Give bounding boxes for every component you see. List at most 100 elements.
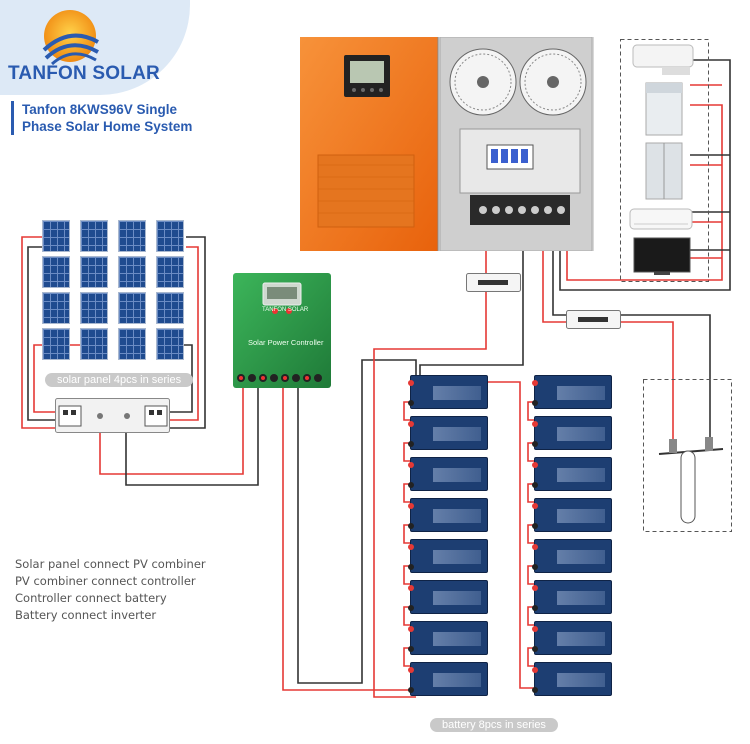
connection-notes: Solar panel connect PV combiner PV combi…: [15, 556, 206, 624]
battery-label-strip: [433, 427, 481, 441]
battery-caption: battery 8pcs in series: [430, 718, 558, 732]
inverter-to-loads-red: [566, 104, 723, 281]
solar-panel: [80, 292, 108, 324]
battery: [408, 539, 488, 573]
battery-terminal: [532, 626, 538, 632]
solar-charge-controller: [233, 273, 331, 388]
refrigerator-icon: [645, 142, 683, 200]
solar-panel: [118, 256, 146, 288]
title-line-1: Tanfon 8KWS96V Single: [22, 102, 178, 117]
solar-panel: [42, 328, 70, 360]
battery-label-strip: [557, 468, 605, 482]
solar-panel: [80, 256, 108, 288]
solar-panel: [156, 328, 184, 360]
battery: [408, 621, 488, 655]
inverter: [300, 37, 594, 251]
inverter-to-loads-black: [559, 59, 731, 291]
battery-label-strip: [557, 673, 605, 687]
battery-terminal: [532, 564, 538, 570]
solar-panel: [118, 328, 146, 360]
panel-string-wire-2: [27, 246, 57, 421]
washing-machine-icon: [645, 82, 683, 136]
battery: [532, 375, 612, 409]
brand-name: TANFON SOLAR: [8, 63, 160, 84]
combiner-to-controller-red: [99, 385, 244, 475]
battery-terminal: [532, 605, 538, 611]
battery-terminal: [532, 544, 538, 550]
note-1: Solar panel connect PV combiner: [15, 557, 206, 571]
battery-breaker: [466, 273, 521, 292]
battery-terminal: [532, 667, 538, 673]
solar-panel: [156, 292, 184, 324]
controller-label: Solar Power Controller: [248, 338, 324, 347]
solar-panel: [80, 328, 108, 360]
battery-label-strip: [557, 591, 605, 605]
solar-panel: [156, 220, 184, 252]
battery-terminal: [408, 503, 414, 509]
inverter-to-battery-black: [419, 225, 524, 377]
battery-terminal: [532, 441, 538, 447]
battery-terminal: [408, 482, 414, 488]
battery-label-strip: [557, 386, 605, 400]
battery: [408, 580, 488, 614]
battery-label-strip: [557, 550, 605, 564]
solar-panel-caption: solar panel 4pcs in series: [45, 373, 194, 387]
battery: [532, 662, 612, 696]
fan-icon: [449, 48, 587, 116]
battery: [532, 539, 612, 573]
load-breaker: [566, 310, 621, 329]
battery-label-strip: [433, 509, 481, 523]
battery: [532, 580, 612, 614]
controller-to-battery-black: [297, 359, 417, 684]
battery-terminal: [532, 421, 538, 427]
battery-label-strip: [557, 632, 605, 646]
battery: [532, 416, 612, 450]
title-line-2: Phase Solar Home System: [22, 119, 193, 134]
battery: [408, 375, 488, 409]
breaker-icon: [486, 144, 534, 170]
page-title: Tanfon 8KWS96V Single Phase Solar Home S…: [11, 101, 192, 135]
battery-terminal: [408, 687, 414, 693]
battery-label-strip: [433, 632, 481, 646]
solar-panel: [80, 220, 108, 252]
battery-label-strip: [433, 673, 481, 687]
battery: [408, 416, 488, 450]
air-conditioner-icon: [632, 44, 694, 75]
battery: [532, 498, 612, 532]
battery-label-strip: [557, 509, 605, 523]
panel-string-wire-4: [168, 246, 199, 421]
battery-terminal: [532, 400, 538, 406]
battery: [532, 457, 612, 491]
battery-terminal: [532, 380, 538, 386]
panel-string-wire-3: [168, 236, 206, 429]
battery-terminal: [532, 503, 538, 509]
controller-to-battery-red: [282, 385, 415, 691]
note-2: PV combiner connect controller: [15, 574, 196, 588]
battery-label-strip: [433, 386, 481, 400]
solar-panel: [118, 220, 146, 252]
solar-panel: [42, 292, 70, 324]
battery-series-jumpers: [403, 381, 534, 689]
battery-label-strip: [433, 550, 481, 564]
battery: [408, 457, 488, 491]
inverter-to-battery-red: [373, 225, 487, 698]
television-icon: [633, 237, 691, 275]
loads-group: [620, 39, 709, 282]
battery-terminal: [532, 687, 538, 693]
battery-terminal: [408, 400, 414, 406]
battery-terminal: [532, 482, 538, 488]
battery: [532, 621, 612, 655]
battery-terminal: [408, 441, 414, 447]
battery-label-strip: [557, 427, 605, 441]
battery-terminal: [408, 605, 414, 611]
battery-terminal: [532, 462, 538, 468]
battery-terminal: [408, 380, 414, 386]
battery-terminal: [532, 523, 538, 529]
battery-terminal: [408, 462, 414, 468]
wall-ac-icon: [629, 208, 693, 230]
battery-terminal: [408, 421, 414, 427]
battery-terminal: [408, 585, 414, 591]
battery: [408, 662, 488, 696]
solar-panel: [156, 256, 184, 288]
